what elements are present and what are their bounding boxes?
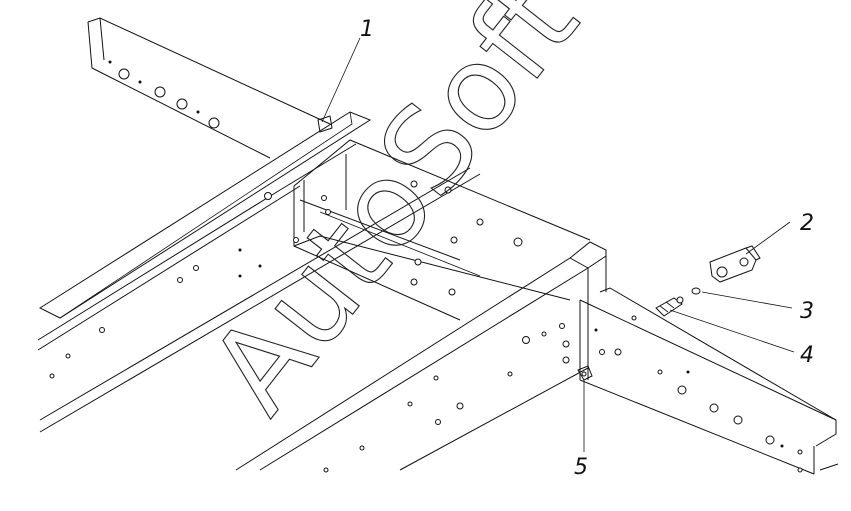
watermark-text: AutoSoft <box>183 0 604 437</box>
right-side-member <box>579 287 839 475</box>
part-4-fitting <box>655 296 684 317</box>
left-side-member <box>37 143 481 433</box>
front-main-member <box>235 241 607 473</box>
leader-lines <box>321 37 795 452</box>
callout-3: 3 <box>800 299 814 324</box>
callout-1: 1 <box>360 17 374 42</box>
callout-4: 4 <box>800 343 814 368</box>
callout-5: 5 <box>574 455 588 480</box>
cross-member <box>293 139 591 321</box>
part-5-plug <box>577 365 593 381</box>
callout-2: 2 <box>800 211 814 236</box>
watermark: AutoSoft <box>183 0 605 438</box>
part-2-valve <box>709 245 761 283</box>
rear-frame-beam <box>87 17 331 159</box>
cross-strip <box>38 111 372 319</box>
callouts: 1 2 3 4 5 <box>360 17 814 480</box>
part-3-ring <box>691 287 701 295</box>
